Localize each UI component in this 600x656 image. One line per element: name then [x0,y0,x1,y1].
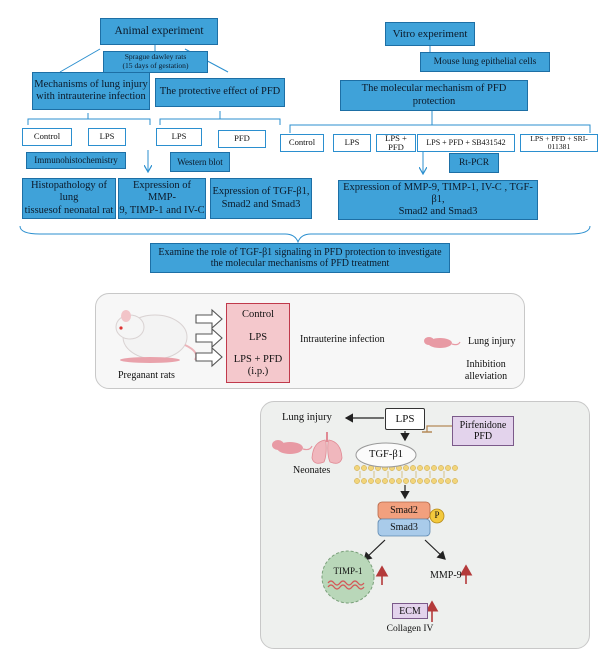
lps-box: LPS [385,408,425,430]
expression-tgf-text: Expression of TGF-β1, Smad2 and Smad3 [212,186,310,210]
group-lps-pfd-vitro: LPS + PFD [376,133,416,152]
tgf-label: TGF-β1 [369,449,403,460]
protective-effect-box: The protective effect of PFD [155,78,285,107]
group-sb431542: LPS + PFD + SB431542 [417,134,515,152]
lung-injury-label: Lung injury [282,412,332,423]
expression-vitro-text: Expression of MMP-9, TIMP-1, IV-C , TGF-… [343,181,533,218]
group-sri011381: LPS + PFD + SRI-011381 [520,134,598,152]
tgf-receptor-ellipse [355,442,417,468]
mouse-lung-cells-box: Mouse lung epithelial cells [420,52,550,72]
lungs-icon [311,432,343,464]
examine-text: Examine the role of TGF-β1 signaling in … [158,246,442,270]
expression-mmp-box: Expression of MMP- 9, TIMP-1 and IV-C [118,178,206,219]
cell-membrane [354,465,458,484]
mmp-label: MMP-9 [430,570,462,581]
lung-injury-label-mid: Lung injury [468,336,516,347]
rt-pcr-box: Rt-PCR [449,153,499,173]
animal-experiment-title: Animal experiment [100,18,218,45]
examine-box: Examine the role of TGF-β1 signaling in … [150,243,450,273]
lps-label: LPS [395,413,415,425]
histopathology-box: Histopathology of lung tissuesof neonata… [22,178,116,219]
neonate-pup-bottom-icon [272,440,313,454]
histopathology-text: Histopathology of lung tissuesof neonata… [24,180,114,216]
group-control-label: Control [241,309,275,320]
treatment-groups-box [226,303,290,383]
expression-vitro-box: Expression of MMP-9, TIMP-1, IV-C , TGF-… [338,180,538,220]
group-control-animal: Control [22,128,72,146]
hollow-arrows [195,308,223,368]
group-lps-vitro: LPS [333,134,371,152]
intrauterine-infection-label: Intrauterine infection [300,334,385,345]
neonate-pup-icon [424,337,461,348]
group-control-vitro: Control [280,134,324,152]
mechanisms-box: Mechanisms of lung injury with intrauter… [32,72,150,110]
immunohistochemistry-box: Immunohistochemistry [26,152,126,169]
group-lps-pfd: LPS [156,128,202,146]
smad3-label: Smad3 [390,522,418,533]
collagen-label: Collagen IV [386,624,434,634]
expression-mmp-text: Expression of MMP- 9, TIMP-1 and IV-C [119,180,205,216]
western-blot-box: Western blot [170,152,230,172]
phospho-label: P [434,510,440,520]
timp-cell [321,550,375,604]
vitro-experiment-title: Vitro experiment [385,22,475,46]
smad3-box [377,518,431,537]
molecular-mechanism-box: The molecular mechanism of PFD protectio… [340,80,528,111]
phospho-circle [429,508,445,524]
sprague-dawley-rats-box: Sprague dawley rats (15 days of gestatio… [103,51,208,73]
group-lps-pfd-label: LPS + PFD (i.p.) [233,354,283,378]
pregnant-rats-label: Preganant rats [118,370,175,381]
top-connectors [19,45,591,244]
inhibition-alleviation-label: Inhibition alleviation [464,359,508,382]
smad2-label: Smad2 [390,505,418,516]
mechanisms-text: Mechanisms of lung injury with intrauter… [34,78,148,102]
pirfenidone-label: Pirfenidone PFD [459,420,507,442]
neonates-label: Neonates [293,465,331,476]
ecm-label: ECM [399,605,421,617]
group-pfd: PFD [218,130,266,148]
group-lps-label: LPS [248,332,268,343]
expression-tgf-box: Expression of TGF-β1, Smad2 and Smad3 [210,178,312,219]
pregnant-rat-icon [115,310,198,363]
rats-text: Sprague dawley rats (15 days of gestatio… [122,52,189,70]
timp-label: TIMP-1 [333,566,363,576]
ecm-box: ECM [392,603,428,619]
group-lps-animal: LPS [88,128,126,146]
pirfenidone-box: Pirfenidone PFD [452,416,514,446]
